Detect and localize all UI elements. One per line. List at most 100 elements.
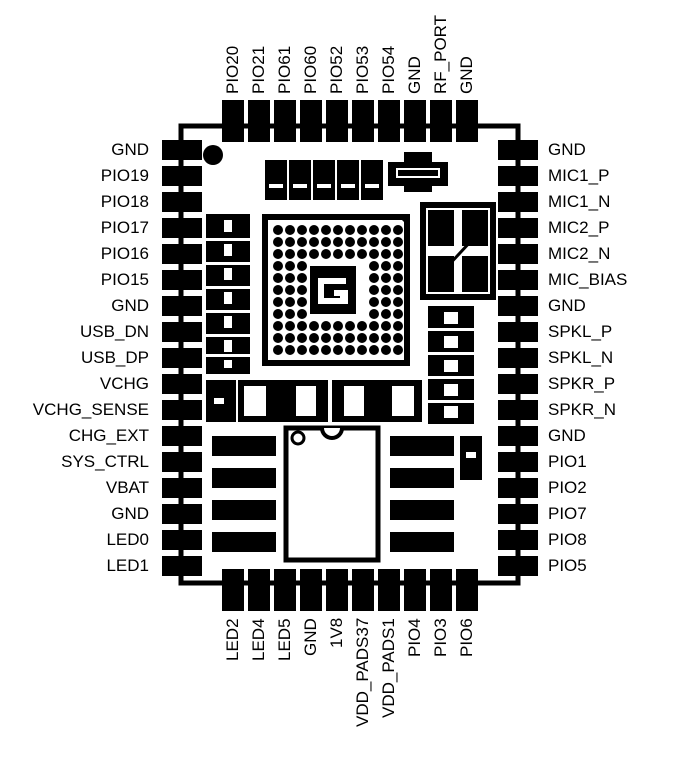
smd-component [337, 160, 359, 200]
top-pad [352, 100, 374, 142]
bottom-pad [352, 569, 374, 611]
bga-ball [345, 237, 355, 247]
bottom-pad [378, 569, 400, 611]
bga-ball [345, 249, 355, 259]
left-pin-label: GND [111, 296, 149, 315]
bottom-pad [248, 569, 270, 611]
left-pin-label: PIO15 [100, 270, 149, 289]
bga-center-logo [310, 266, 356, 314]
right-pad [498, 452, 538, 472]
smd-component [265, 160, 287, 200]
bga-ball [357, 249, 367, 259]
top-pad [404, 100, 426, 142]
top-pad [378, 100, 400, 142]
bga-ball [333, 333, 343, 343]
left-pad [162, 452, 202, 472]
right-pin-label: MIC_BIAS [548, 270, 628, 289]
bga-ball [357, 321, 367, 331]
bga-ball [357, 333, 367, 343]
bga-ball [297, 285, 307, 295]
bga-ball [333, 345, 343, 355]
right-pin-label: SPKL_P [548, 322, 613, 341]
left-pad [162, 218, 202, 238]
bga-ball [321, 333, 331, 343]
bga-ball [285, 225, 295, 235]
left-pin-label: PIO19 [100, 166, 149, 185]
top-pin-label: PIO53 [353, 45, 372, 94]
left-pad [162, 192, 202, 212]
bga-ball [285, 309, 295, 319]
bga-ball [345, 321, 355, 331]
bottom-pin-label: LED5 [275, 618, 294, 661]
bga-ball [333, 321, 343, 331]
horizontal-component-strip [206, 380, 422, 422]
bga-ball [297, 309, 307, 319]
bga-ball [297, 297, 307, 307]
bga-ball [273, 237, 283, 247]
bga-ball [273, 309, 283, 319]
left-pin-label: LED0 [106, 530, 149, 549]
bottom-pin-label: VDD_PADS1 [379, 618, 398, 718]
right-pad [498, 374, 538, 394]
top-pad [222, 100, 244, 142]
bga-ball [309, 249, 319, 259]
bga-ball [333, 237, 343, 247]
right-pad [498, 348, 538, 368]
bga-ball [273, 249, 283, 259]
right-pin-label: GND [548, 296, 586, 315]
left-pin-label: PIO18 [100, 192, 149, 211]
bga-ball [297, 249, 307, 259]
right-pad [498, 140, 538, 160]
bga-ball [393, 225, 403, 235]
bga-ball [357, 225, 367, 235]
right-pad [498, 244, 538, 264]
right-pin-label: SPKR_N [548, 400, 617, 419]
left-pin-label: VCHG [99, 374, 149, 393]
bga-ball [393, 297, 403, 307]
bottom-pin-label: 1V8 [327, 618, 346, 649]
bottom-pad [300, 569, 322, 611]
smd-component [361, 160, 383, 200]
bga-ball [273, 321, 283, 331]
smd-component [289, 160, 311, 200]
bga-ball [321, 237, 331, 247]
bottom-pin-label: GND [301, 618, 320, 656]
top-pad [300, 100, 322, 142]
top-pad [248, 100, 270, 142]
bga-ball [297, 273, 307, 283]
top-pin-label: GND [405, 56, 424, 94]
bga-ball [297, 345, 307, 355]
left-pad [162, 478, 202, 498]
right-pads [498, 140, 538, 576]
bottom-pin-label: VDD_PADS37 [353, 618, 372, 728]
bga-ball [369, 249, 379, 259]
bga-ball [309, 225, 319, 235]
bga-ball [297, 225, 307, 235]
right-pin-label: PIO7 [548, 504, 587, 523]
left-pads [162, 140, 202, 576]
bga-ball [285, 297, 295, 307]
bga-ball [369, 285, 379, 295]
bga-ball [273, 273, 283, 283]
left-pin-label: LED1 [106, 556, 149, 575]
bga-ball [285, 237, 295, 247]
right-pin-label: MIC2_N [548, 244, 611, 263]
top-pin-label: RF_PORT [431, 14, 450, 94]
center-ic-outline [283, 425, 381, 563]
bga-ball [273, 261, 283, 271]
left-pin-label: GND [111, 140, 149, 159]
bga-ball [369, 321, 379, 331]
right-smd-bars [390, 436, 482, 552]
bga-ball [381, 237, 391, 247]
bga-ball [345, 345, 355, 355]
bga-ball [369, 297, 379, 307]
bga-ball [345, 225, 355, 235]
bottom-pin-label: LED2 [223, 618, 242, 661]
bottom-pads [222, 569, 478, 611]
right-pad [498, 530, 538, 550]
bga-ball [273, 297, 283, 307]
top-pad [430, 100, 452, 142]
bga-ball [381, 345, 391, 355]
